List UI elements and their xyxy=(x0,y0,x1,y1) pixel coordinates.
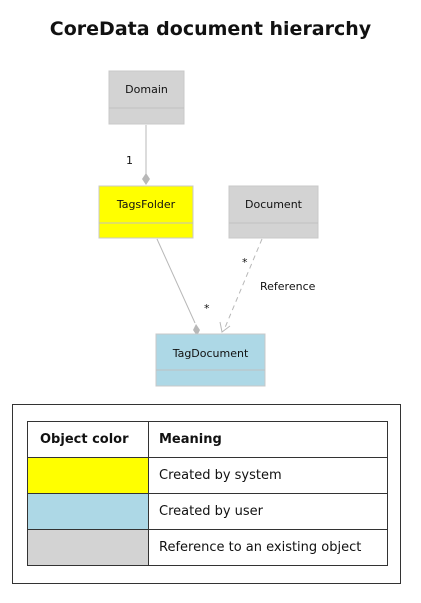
legend-swatch-gray xyxy=(27,529,149,566)
legend-header-meaning: Meaning xyxy=(148,421,388,458)
legend-row: Reference to an existing object xyxy=(27,529,388,566)
edge-tagsfolder-tagdocument: * xyxy=(156,238,210,336)
legend-swatch-yellow xyxy=(27,457,149,494)
multiplicity-many: * xyxy=(242,256,248,269)
legend-meaning: Created by user xyxy=(148,493,388,530)
multiplicity-one: 1 xyxy=(126,154,133,167)
class-diagram: 1 * * Reference Domain TagsFolder Docume… xyxy=(98,70,319,387)
legend-row: Created by user xyxy=(27,493,388,530)
legend-meaning: Reference to an existing object xyxy=(148,529,388,566)
multiplicity-many: * xyxy=(204,302,210,315)
edge-document-tagdocument: * Reference xyxy=(219,238,316,333)
open-arrowhead xyxy=(219,321,231,333)
legend-header-row: Object color Meaning xyxy=(27,421,388,458)
node-label-domain: Domain xyxy=(125,83,168,96)
edge-label-reference: Reference xyxy=(260,280,316,293)
edge-domain-tagsfolder: 1 xyxy=(126,125,150,185)
legend-frame xyxy=(12,404,401,584)
legend-row: Created by system xyxy=(27,457,388,494)
diagram-title: CoreData document hierarchy xyxy=(49,18,372,40)
composition-diamond xyxy=(193,324,200,336)
node-tagsfolder: TagsFolder xyxy=(98,185,194,239)
node-tagdocument: TagDocument xyxy=(155,333,266,387)
legend-swatch-blue xyxy=(27,493,149,530)
node-label-tagdocument: TagDocument xyxy=(172,347,249,360)
legend-header-color: Object color xyxy=(27,421,149,458)
legend-table: Object color Meaning Created by system C… xyxy=(27,421,388,566)
node-label-tagsfolder: TagsFolder xyxy=(116,198,176,211)
legend-meaning: Created by system xyxy=(148,457,388,494)
node-document: Document xyxy=(228,185,319,239)
node-label-document: Document xyxy=(245,198,303,211)
composition-diamond xyxy=(142,173,150,185)
node-domain: Domain xyxy=(108,70,185,125)
